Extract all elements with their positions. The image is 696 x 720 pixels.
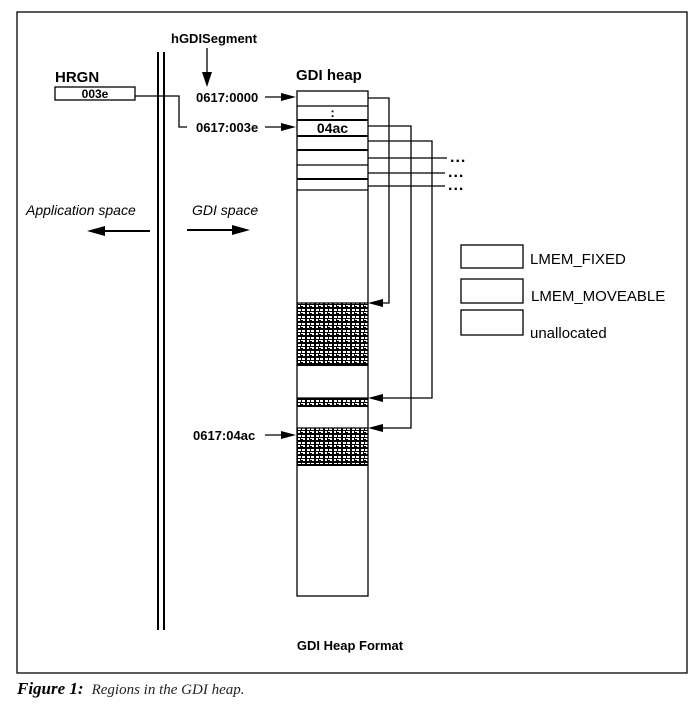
gdi-space-label: GDI space bbox=[192, 202, 258, 218]
legend: LMEM_FIXED LMEM_MOVEABLE unallocated bbox=[460, 244, 665, 342]
region-handle-value-box bbox=[54, 86, 136, 101]
handle-table-cell: 04ac bbox=[317, 120, 348, 136]
segment-handle-label: hGDISegment bbox=[171, 31, 258, 46]
heap-title: GDI heap bbox=[296, 67, 362, 84]
heap-region bbox=[297, 303, 368, 365]
legend-swatch-fixed bbox=[460, 244, 524, 269]
arrowhead-left-icon bbox=[368, 424, 383, 432]
continuation-ellipsis: ... bbox=[448, 164, 464, 181]
region-handle-label: HRGN bbox=[55, 69, 99, 86]
arrowhead-left-icon bbox=[368, 394, 383, 402]
continuation-ellipsis: ... bbox=[450, 149, 466, 166]
legend-swatch-moveable bbox=[460, 278, 524, 304]
address-handle-entry: 0617:003e bbox=[196, 120, 258, 135]
heap-region bbox=[297, 190, 368, 303]
address-space-divider bbox=[157, 52, 165, 630]
continuation-ellipsis: ... bbox=[448, 177, 464, 194]
handle-connector-04ac bbox=[368, 125, 412, 429]
arrowhead-down-icon bbox=[202, 72, 212, 87]
arrowhead-right-icon bbox=[232, 225, 250, 235]
heap-region bbox=[297, 465, 368, 596]
figure-title: GDI Heap Format bbox=[297, 638, 404, 653]
arrowhead-right-icon bbox=[281, 431, 296, 439]
legend-label-fixed: LMEM_FIXED bbox=[530, 251, 626, 268]
figure-caption-text: Regions in the GDI heap. bbox=[91, 682, 245, 698]
heap-column-outline bbox=[296, 90, 369, 597]
region-handle-value: 003e bbox=[82, 87, 109, 101]
handle-table-cell: : bbox=[330, 105, 334, 120]
arrowhead-left-icon bbox=[87, 226, 105, 236]
address-segment-base: 0617:0000 bbox=[196, 90, 258, 105]
address-region-data: 0617:04ac bbox=[193, 428, 255, 443]
legend-swatch-unallocated bbox=[460, 309, 524, 336]
heap-region bbox=[297, 365, 368, 398]
arrowhead-right-icon bbox=[281, 93, 296, 101]
region-handle-connector bbox=[135, 95, 187, 128]
arrowhead-right-icon bbox=[281, 123, 296, 131]
heap-column: : 04ac bbox=[296, 90, 369, 597]
arrowhead-left-icon bbox=[368, 299, 383, 307]
application-space-label: Application space bbox=[25, 202, 136, 218]
figure-caption-label: Figure 1: bbox=[16, 679, 84, 698]
handle-connector-third bbox=[368, 140, 433, 399]
figure-frame bbox=[16, 11, 688, 674]
heap-region bbox=[297, 428, 368, 465]
legend-label-moveable: LMEM_MOVEABLE bbox=[531, 288, 665, 305]
handle-table bbox=[297, 91, 368, 190]
handle-connector-segment-base bbox=[368, 97, 390, 304]
heap-region bbox=[297, 398, 368, 406]
heap-region bbox=[297, 406, 368, 428]
figure-caption: Figure 1: Regions in the GDI heap. bbox=[16, 679, 244, 698]
legend-label-unallocated: unallocated bbox=[530, 325, 607, 342]
